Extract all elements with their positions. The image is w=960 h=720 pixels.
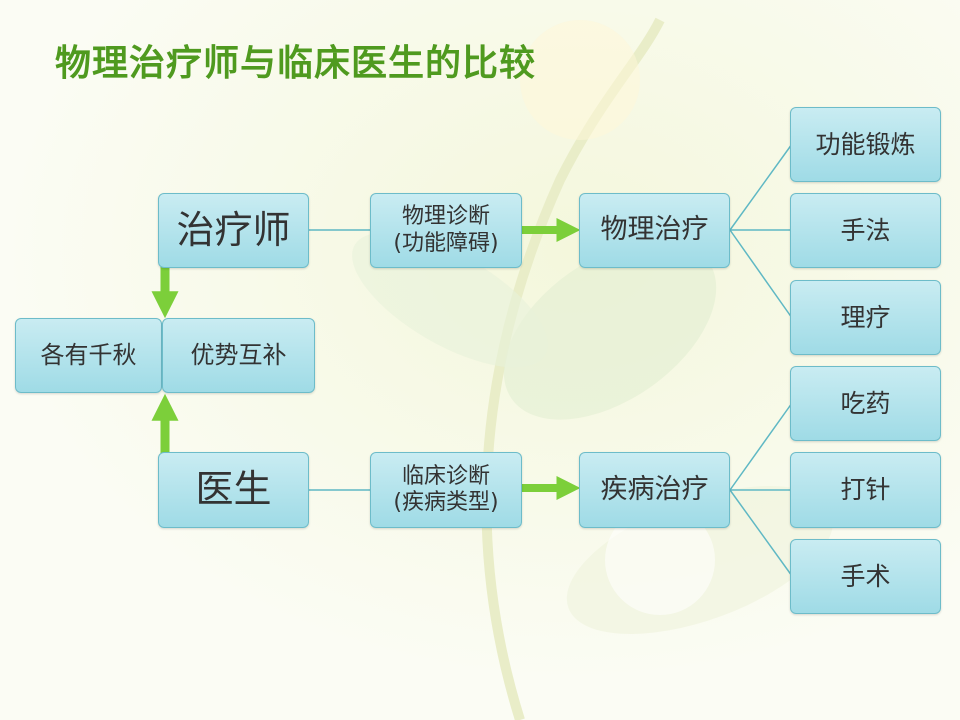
physical-therapy-box: 物理治疗	[579, 193, 730, 268]
connector-disease-methods-1	[729, 402, 793, 491]
method-label: 功能锻炼	[815, 129, 916, 159]
clinical-diagnosis-title: 临床诊断	[401, 463, 490, 489]
method-box-medication: 吃药	[790, 366, 941, 441]
physical-diagnosis-box: 物理诊断 (功能障碍)	[370, 193, 522, 268]
connector-disease-methods-3	[729, 489, 793, 577]
method-box-surgery: 手术	[790, 539, 941, 614]
method-label: 吃药	[840, 388, 891, 418]
method-label: 手法	[840, 215, 891, 245]
method-label: 打针	[840, 475, 891, 504]
disease-treatment-box: 疾病治疗	[579, 452, 730, 528]
therapist-box: 治疗师	[158, 193, 309, 268]
connector-physio-methods-3	[729, 229, 793, 319]
center-left-label: 各有千秋	[40, 341, 137, 370]
page-title: 物理治疗师与临床医生的比较	[55, 43, 537, 84]
method-box-physiotherapy: 理疗	[790, 280, 941, 355]
method-box-functional-exercise: 功能锻炼	[790, 107, 941, 182]
center-right-box: 优势互补	[162, 318, 315, 393]
doctor-box: 医生	[158, 452, 309, 528]
method-label: 理疗	[840, 302, 891, 332]
physical-diagnosis-title: 物理诊断	[401, 204, 490, 230]
physical-diagnosis-note: (功能障碍)	[393, 230, 499, 256]
doctor-label: 医生	[195, 467, 272, 512]
center-left-box: 各有千秋	[15, 318, 162, 393]
disease-treatment-label: 疾病治疗	[600, 473, 709, 505]
center-right-label: 优势互补	[190, 341, 287, 370]
connector-physio-methods-1	[729, 143, 793, 231]
clinical-diagnosis-note: (疾病类型)	[393, 490, 499, 515]
method-box-injection: 打针	[790, 452, 941, 528]
method-box-manual: 手法	[790, 193, 941, 268]
therapist-label: 治疗师	[176, 207, 291, 252]
physical-therapy-label: 物理治疗	[600, 214, 709, 246]
method-label: 手术	[840, 561, 891, 591]
clinical-diagnosis-box: 临床诊断 (疾病类型)	[370, 452, 522, 528]
